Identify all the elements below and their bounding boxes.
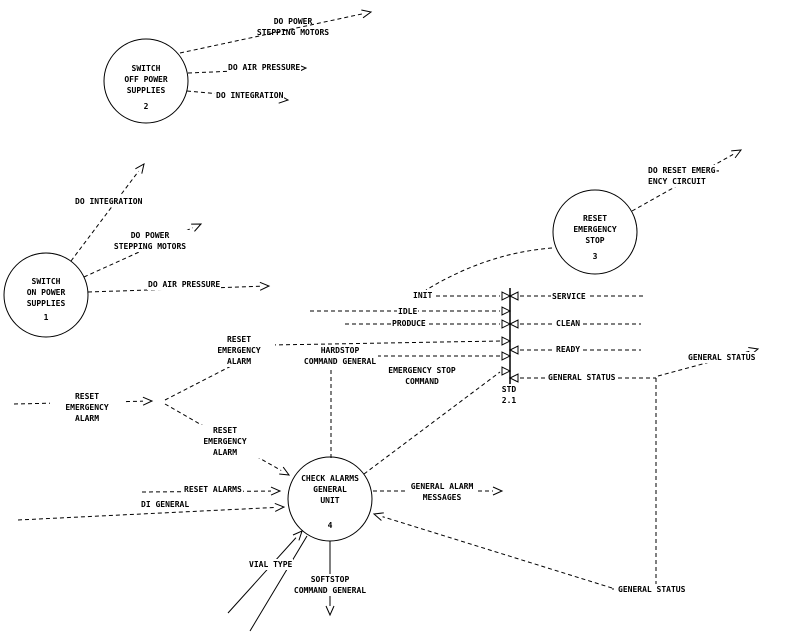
flow-label-do-integration-on: DO INTEGRATION: [74, 196, 144, 207]
flow-label-vial-type: VIAL TYPE: [248, 559, 294, 570]
flow-vial-type: [227, 530, 308, 632]
flow-label-reset-alarms: RESET ALARMS: [183, 484, 243, 495]
std-connector-reset-emergency-alarm: [501, 336, 512, 346]
flow-label-do-air-pressure-off: DO AIR PRESSURE: [227, 62, 302, 73]
process-label-reset-emergency-stop: RESET EMERGENCY STOP: [573, 214, 617, 245]
process-circle-switch-on-power: [3, 252, 89, 338]
process-circle-switch-off-power: [103, 38, 189, 124]
flow-label-general-status-bar: GENERAL STATUS: [547, 372, 617, 383]
flow-label-do-power-stepping-motors-on: DO POWER STEPPING MOTORS: [110, 230, 190, 252]
std-label: STD 2.1: [501, 385, 517, 405]
flow-label-service: SERVICE: [551, 291, 587, 302]
flow-hardstop-command-general: [330, 355, 500, 458]
process-circle-reset-emergency-stop: [552, 189, 638, 275]
std-connector-hardstop: [501, 351, 512, 361]
process-number-check-alarms: 4: [327, 521, 333, 530]
flow-do-power-stepping-motors-off: [179, 9, 373, 54]
flow-label-general-status-top: GENERAL STATUS: [687, 352, 757, 363]
process-nodes: [3, 38, 638, 542]
flow-label-clean: CLEAN: [555, 318, 582, 329]
process-label-switch-off-power: SWITCH OFF POWER SUPPLIES: [124, 64, 168, 95]
flow-label-do-power-stepping-motors-off: DO POWER STEPPING MOTORS: [256, 17, 330, 37]
std-connector-emergency-stop: [501, 366, 512, 376]
flow-do-air-pressure-on: [87, 281, 271, 293]
flow-do-integration-on: [70, 163, 145, 262]
flow-label-init: INIT: [412, 290, 434, 301]
flow-label-general-status-bottom: GENERAL STATUS: [617, 584, 687, 595]
flow-reset-alarms: [141, 486, 282, 496]
flow-emergency-stop-command: [363, 371, 501, 475]
flow-label-produce: PRODUCE: [391, 318, 427, 329]
std-connector-produce: [501, 319, 512, 329]
flow-reset-emergency-alarm-in: [13, 396, 154, 406]
flow-label-do-air-pressure-on: DO AIR PRESSURE: [147, 279, 222, 290]
flow-label-do-integration-off: DO INTEGRATION: [215, 90, 285, 101]
flow-label-hardstop-command-general: HARDSTOP COMMAND GENERAL: [302, 345, 378, 367]
process-label-check-alarms: CHECK ALARMS GENERAL UNIT: [301, 474, 359, 505]
std-bar: [501, 288, 519, 384]
flow-di-general: [17, 502, 286, 521]
process-label-switch-on-power: SWITCH ON POWER SUPPLIES: [26, 277, 66, 308]
std-connector-init: [501, 291, 512, 301]
flow-label-reset-emergency-alarm-in: RESET EMERGENCY ALARM: [50, 391, 124, 424]
flow-init: [425, 247, 553, 297]
flow-label-do-reset-emergency-circuit: DO RESET EMERG- ENCY CIRCUIT: [647, 165, 723, 187]
process-number-switch-off-power: 2: [143, 102, 149, 111]
flow-label-reset-emergency-alarm-down: RESET EMERGENCY ALARM: [188, 425, 262, 458]
flow-label-di-general: DI GENERAL: [140, 499, 191, 510]
std-connector-clean: [508, 319, 519, 329]
flow-label-general-alarm-messages: GENERAL ALARM MESSAGES: [408, 481, 476, 503]
flow-label-ready: READY: [555, 344, 582, 355]
std-connector-ready: [508, 345, 519, 355]
flow-label-reset-emergency-alarm-up: RESET EMERGENCY ALARM: [203, 334, 275, 367]
flow-label-softstop-command-general: SOFTSTOP COMMAND GENERAL: [287, 574, 373, 596]
std-connector-idle: [501, 306, 512, 316]
flow-label-idle: IDLE: [397, 306, 419, 317]
flow-label-emergency-stop-command: EMERGENCY STOP COMMAND: [386, 365, 458, 387]
std-connector-service: [508, 291, 519, 301]
std-connector-general-status: [508, 373, 519, 383]
process-number-switch-on-power: 1: [43, 313, 49, 322]
process-number-reset-emergency-stop: 3: [592, 252, 598, 261]
